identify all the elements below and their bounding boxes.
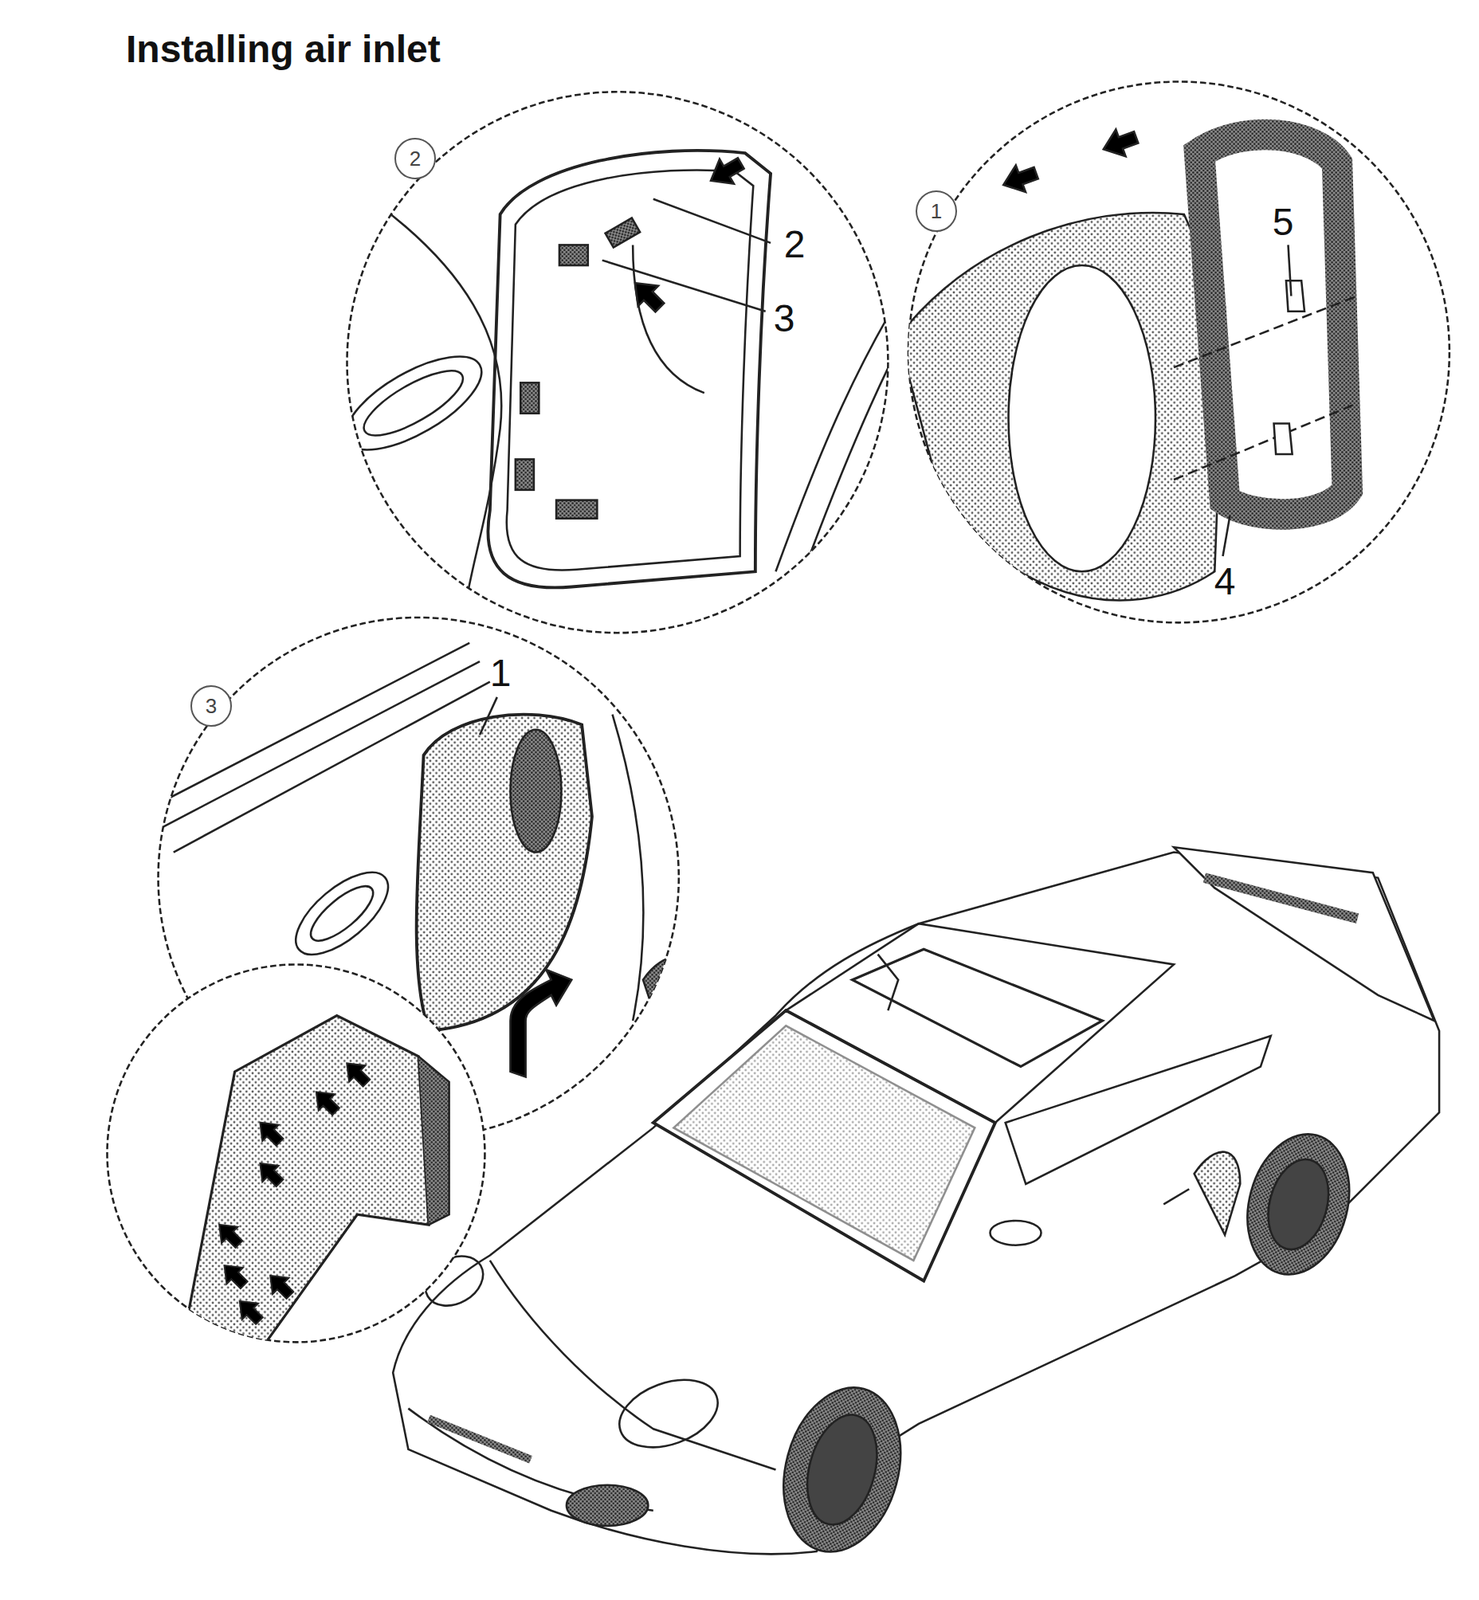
- callout-number: 2: [780, 223, 809, 266]
- step-circle: 2: [393, 137, 437, 181]
- callout-number: 5: [1269, 201, 1298, 244]
- title: Installing air inlet: [125, 27, 441, 71]
- step-number: 2: [393, 146, 437, 172]
- callout-number: 1: [486, 652, 515, 695]
- step-number: 3: [189, 694, 233, 719]
- detail-clips: [331, 150, 899, 613]
- step-circle: 1: [914, 189, 958, 233]
- step-circle: 3: [189, 684, 233, 728]
- callout-number: 3: [770, 298, 799, 340]
- step-number: 1: [914, 199, 958, 224]
- callout-number: 4: [1211, 561, 1240, 603]
